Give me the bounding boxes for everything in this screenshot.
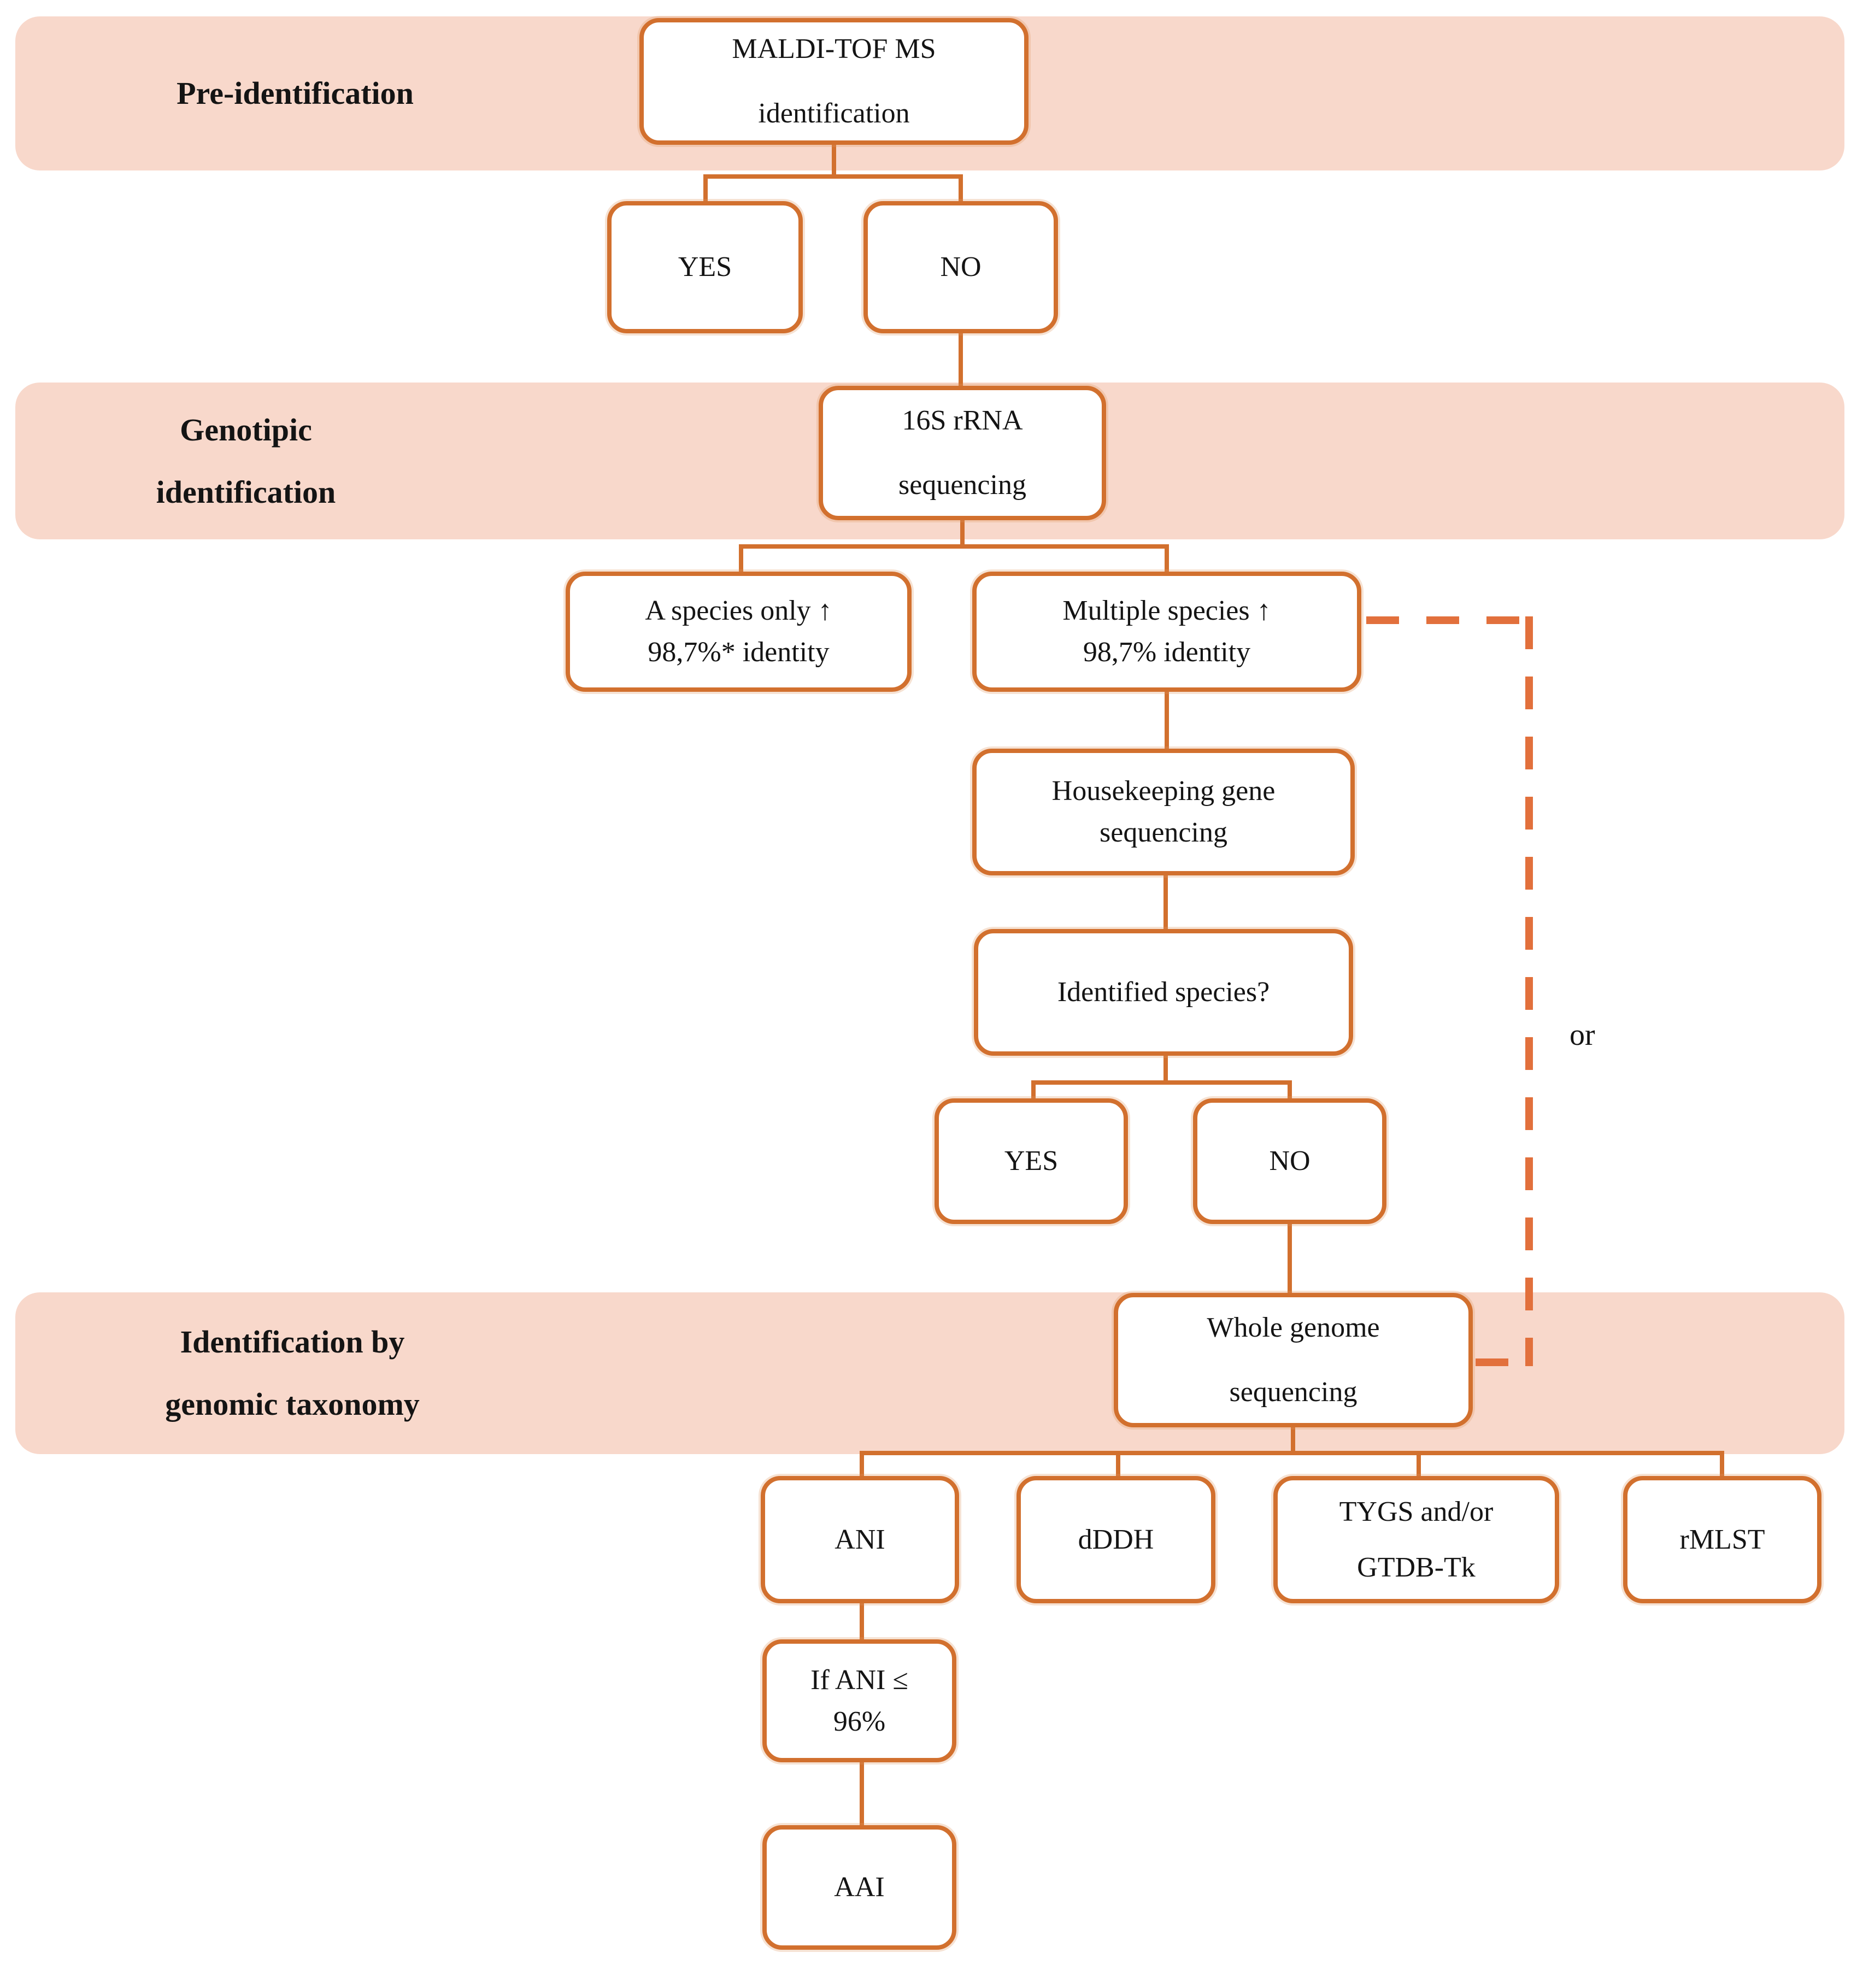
node-if-ani-threshold: If ANI ≤ 96% bbox=[762, 1639, 956, 1762]
connector-yes2-stem bbox=[1031, 1080, 1036, 1098]
node-label: dDDH bbox=[1078, 1524, 1154, 1555]
connector-bar-species bbox=[739, 544, 1169, 549]
band-label-pre-identification: Pre-identification bbox=[120, 16, 470, 170]
node-yes-housekeeping: YES bbox=[935, 1098, 1128, 1224]
connector-yes1-stem bbox=[703, 174, 708, 201]
node-ani: ANI bbox=[761, 1476, 959, 1603]
or-label: or bbox=[1570, 1018, 1595, 1052]
node-rmlst: rMLST bbox=[1623, 1476, 1821, 1603]
node-label: YES bbox=[678, 251, 732, 283]
node-16s-rrna-sequencing: 16S rRNA sequencing bbox=[819, 386, 1106, 520]
node-maldi-tof-identification: MALDI-TOF MS identification bbox=[639, 18, 1029, 145]
connector-no2-to-wgs bbox=[1288, 1224, 1292, 1293]
connector-identified-stem bbox=[1163, 1056, 1168, 1085]
node-line1: MALDI-TOF MS bbox=[732, 33, 936, 64]
node-aai: AAI bbox=[762, 1825, 956, 1950]
node-line2: 96% bbox=[833, 1705, 886, 1737]
connector-aspecies-stem bbox=[739, 544, 743, 572]
dashed-connector-to-wgs bbox=[1476, 1358, 1533, 1366]
node-label: NO bbox=[940, 251, 982, 283]
connector-tygs-stem bbox=[1417, 1451, 1421, 1476]
node-line2: 98,7% identity bbox=[1083, 637, 1251, 668]
node-line2: identification bbox=[758, 98, 910, 129]
connector-ifani-to-aai bbox=[860, 1762, 864, 1825]
band-label-line1: Genotipic bbox=[180, 411, 312, 448]
node-label: Identified species? bbox=[1057, 977, 1270, 1008]
node-multiple-species-identity: Multiple species ↑ 98,7% identity bbox=[972, 572, 1361, 692]
node-line1: A species only ↑ bbox=[645, 595, 832, 626]
connector-ani-stem bbox=[860, 1451, 864, 1476]
band-label-genomic-taxonomy: Identification by genomic taxonomy bbox=[93, 1292, 492, 1454]
node-identified-species-question: Identified species? bbox=[974, 929, 1353, 1056]
node-label: AAI bbox=[834, 1872, 885, 1903]
connector-bar-yes-no-2 bbox=[1031, 1080, 1292, 1085]
dashed-connector-multispecies-right bbox=[1366, 616, 1533, 624]
node-line2: sequencing bbox=[1229, 1377, 1358, 1408]
node-line1: If ANI ≤ bbox=[810, 1664, 908, 1696]
band-label-line2: identification bbox=[156, 474, 336, 510]
connector-no1-stem bbox=[959, 174, 963, 201]
band-label-line1: Identification by bbox=[180, 1324, 405, 1360]
node-housekeeping-gene-sequencing: Housekeeping gene sequencing bbox=[972, 749, 1355, 875]
node-label: NO bbox=[1269, 1145, 1311, 1177]
connector-dddh-stem bbox=[1116, 1451, 1120, 1476]
connector-multispecies-stem bbox=[1165, 544, 1169, 572]
connector-maldi-stem bbox=[832, 145, 836, 177]
connector-bar-methods bbox=[860, 1451, 1724, 1455]
connector-rmlst-stem bbox=[1720, 1451, 1724, 1476]
connector-16s-stem bbox=[960, 520, 965, 546]
node-line2: sequencing bbox=[898, 469, 1026, 501]
dashed-connector-vertical bbox=[1525, 616, 1533, 1366]
node-line1: Whole genome bbox=[1207, 1312, 1380, 1343]
connector-bar-yes-no-1 bbox=[703, 174, 963, 179]
node-line2: sequencing bbox=[1100, 817, 1227, 848]
connector-no1-to-16s bbox=[959, 333, 963, 386]
node-label: ANI bbox=[835, 1524, 885, 1555]
connector-no2-stem bbox=[1288, 1080, 1292, 1098]
band-genomic-taxonomy bbox=[15, 1292, 1844, 1454]
node-no-maldi: NO bbox=[863, 201, 1058, 333]
node-no-housekeeping: NO bbox=[1193, 1098, 1386, 1224]
connector-housekeeping-to-identified bbox=[1163, 875, 1168, 929]
node-line1: Housekeeping gene bbox=[1051, 775, 1276, 807]
connector-ani-to-ifani bbox=[860, 1603, 864, 1639]
connector-multi-to-housekeeping bbox=[1165, 692, 1169, 749]
band-label-line2: genomic taxonomy bbox=[165, 1386, 420, 1422]
node-single-species-identity: A species only ↑ 98,7%* identity bbox=[566, 572, 912, 692]
node-yes-maldi: YES bbox=[607, 201, 803, 333]
node-line1: 16S rRNA bbox=[902, 405, 1023, 436]
node-dddh: dDDH bbox=[1016, 1476, 1215, 1603]
band-label-genotypic: Genotipic identification bbox=[126, 383, 366, 539]
band-label-text: Pre-identification bbox=[177, 75, 414, 111]
node-line2: GTDB-Tk bbox=[1357, 1551, 1476, 1583]
connector-wgs-stem bbox=[1291, 1427, 1295, 1451]
node-label: YES bbox=[1004, 1145, 1059, 1177]
node-label: rMLST bbox=[1679, 1524, 1765, 1555]
node-tygs-gtdbtk: TYGS and/or GTDB-Tk bbox=[1273, 1476, 1559, 1603]
node-whole-genome-sequencing: Whole genome sequencing bbox=[1114, 1293, 1473, 1427]
node-line1: TYGS and/or bbox=[1339, 1496, 1494, 1527]
node-line2: 98,7%* identity bbox=[648, 637, 830, 668]
node-line1: Multiple species ↑ bbox=[1062, 595, 1271, 626]
